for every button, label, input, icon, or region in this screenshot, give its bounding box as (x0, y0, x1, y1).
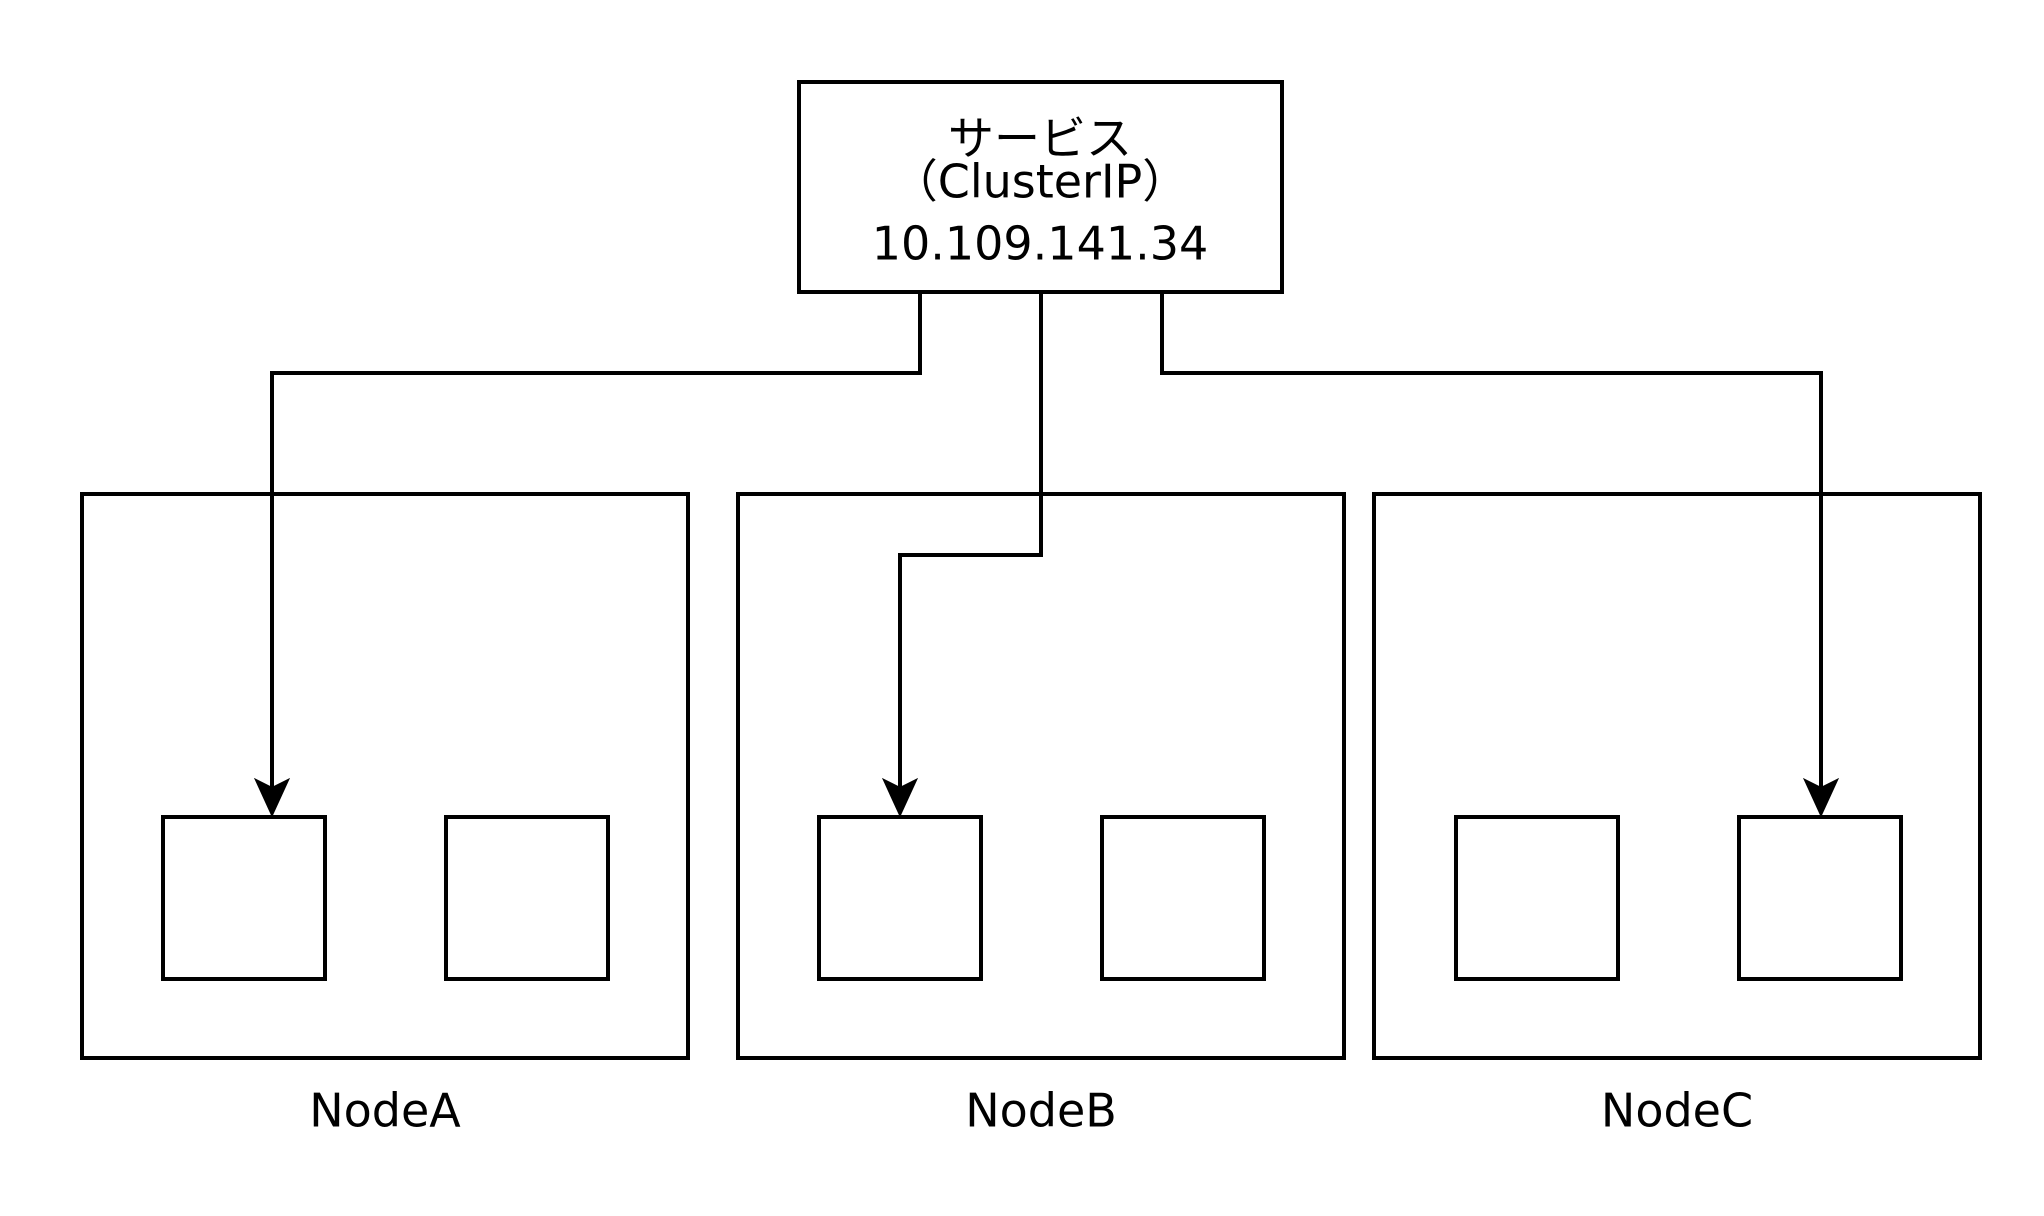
arrowhead-node-c-pod-2 (1802, 777, 1840, 818)
node-a-pod-1[interactable] (161, 815, 327, 981)
node-a-pod-2[interactable] (444, 815, 610, 981)
arrowhead-node-a-pod-1 (253, 777, 291, 818)
node-c-pod-1[interactable] (1454, 815, 1620, 981)
service-title: サービス (948, 112, 1132, 166)
node-b-label: NodeB (965, 1084, 1117, 1138)
node-b[interactable]: NodeB (736, 492, 1346, 1138)
node-b-pod-2[interactable] (1100, 815, 1266, 981)
edge-service-to-node-a-pod-1 (270, 292, 922, 790)
node-c-label: NodeC (1601, 1084, 1753, 1138)
node-c[interactable]: NodeC (1372, 492, 1982, 1138)
edge-service-to-node-b-pod-1 (898, 292, 1043, 790)
service-ip: 10.109.141.34 (872, 217, 1209, 271)
node-b-pod-1[interactable] (817, 815, 983, 981)
node-a[interactable]: NodeA (80, 492, 690, 1138)
service-box-frame (797, 80, 1284, 294)
arrowhead-node-b-pod-1 (881, 777, 919, 818)
service-type: （ClusterIP） (892, 155, 1189, 209)
service-box[interactable]: サービス （ClusterIP） 10.109.141.34 (797, 80, 1284, 294)
node-a-label: NodeA (309, 1084, 461, 1138)
edge-service-to-node-c-pod-2 (1160, 292, 1823, 790)
node-c-pod-2[interactable] (1737, 815, 1903, 981)
